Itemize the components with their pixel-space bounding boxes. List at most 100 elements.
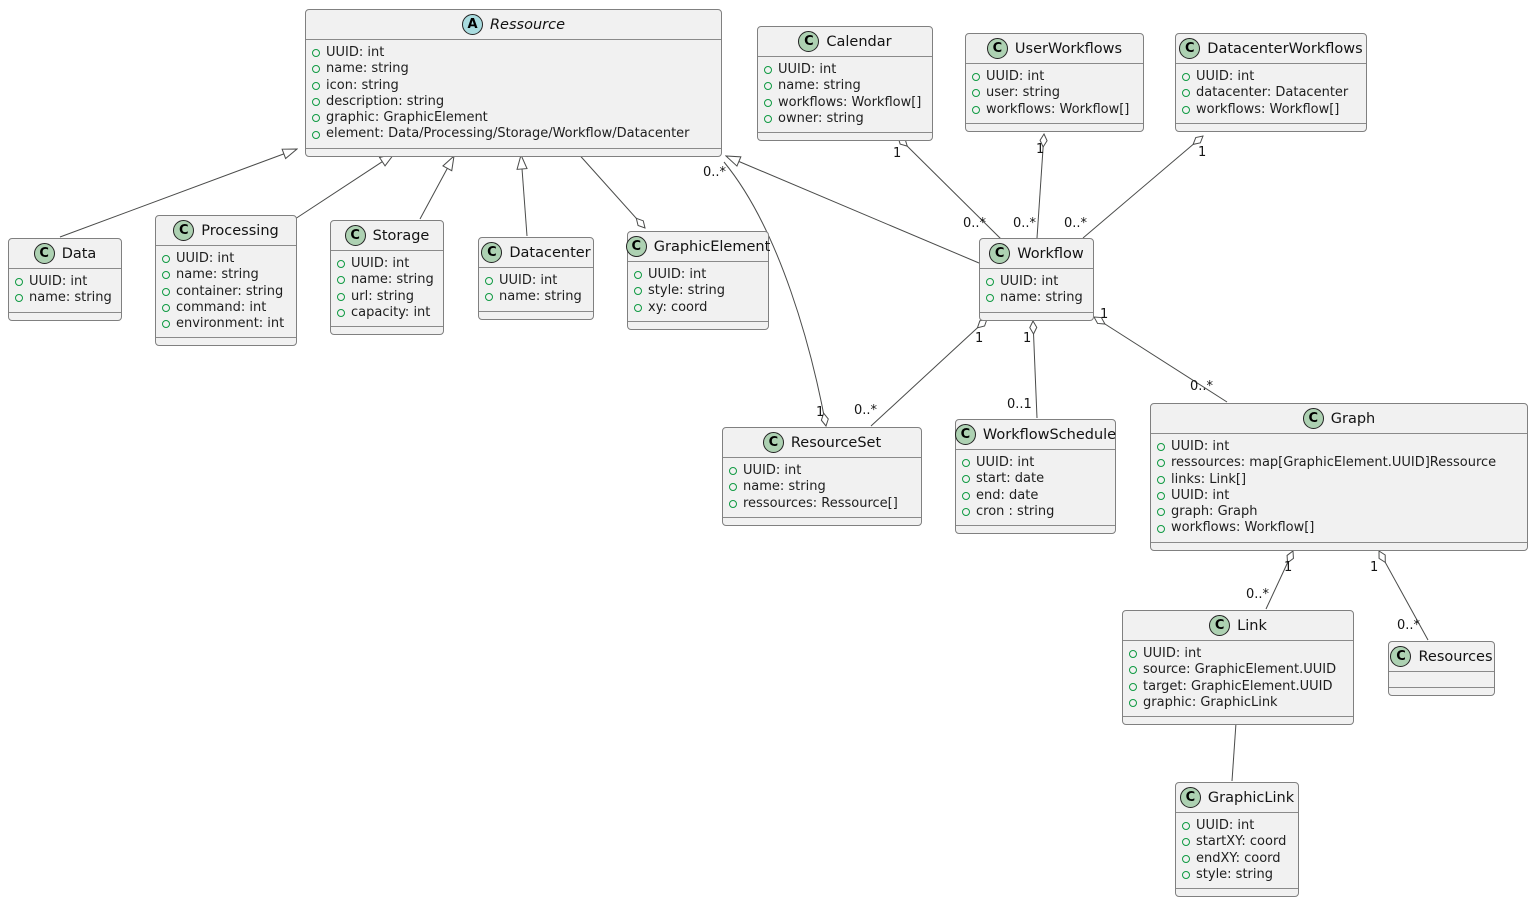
methods-compartment [758,133,932,140]
attribute-row: icon: string [312,78,715,94]
attribute-text: UUID: int [176,251,235,266]
attribute-text: links: Link[] [1171,471,1247,487]
class-name: Calendar [826,33,892,50]
field-visibility-icon [337,292,345,301]
methods-compartment [1151,543,1527,550]
attribute-text: xy: coord [648,299,708,315]
multiplicity-label: 1 [1036,142,1044,157]
attribute-text: startXY: coord [1196,834,1287,850]
class-name: WorkflowSchedule [982,426,1117,443]
field-visibility-icon [1129,650,1137,659]
methods-compartment [306,149,721,156]
edge-calendar-workflow [898,137,1003,241]
multiplicity-label: 1 [1370,560,1378,575]
field-visibility-icon [1157,459,1165,468]
attribute-text: graph: Graph [1171,504,1258,520]
field-visibility-icon [337,260,345,269]
multiplicity-label: 1 [1023,331,1031,346]
abstract-class-icon: A [461,14,483,35]
attribute-row: UUID: int [485,273,587,289]
attribute-row: name: string [986,290,1087,306]
field-visibility-icon [1182,73,1190,82]
attribute-text: UUID: int [1171,439,1230,454]
attribute-row: style: string [634,283,762,299]
attribute-row: style: string [1182,867,1292,883]
field-visibility-icon [764,66,772,75]
methods-compartment [1389,688,1494,695]
field-visibility-icon [972,89,980,98]
field-visibility-icon [1157,443,1165,452]
class-icon: C [625,236,647,257]
field-visibility-icon [1129,682,1137,691]
attribute-row: name: string [162,267,290,283]
field-visibility-icon [1129,666,1137,675]
attribute-text: name: string [743,479,826,495]
methods-compartment [723,518,921,525]
attribute-row: name: string [337,272,437,288]
class-icon: C [481,242,503,263]
attribute-row: end: date [962,488,1109,504]
field-visibility-icon [312,81,320,90]
attribute-row: UUID: int [986,274,1087,290]
attribute-text: target: GraphicElement.UUID [1143,678,1333,694]
attribute-row: name: string [485,289,587,305]
field-visibility-icon [729,499,737,508]
attribute-row: startXY: coord [1182,834,1292,850]
attribute-text: UUID: int [743,463,802,478]
field-visibility-icon [729,467,737,476]
field-visibility-icon [162,287,170,296]
attribute-text: workflows: Workflow[] [1196,101,1340,117]
class-icon: C [33,243,55,264]
attribute-text: capacity: int [351,304,431,320]
edge-workflow-graph [1094,317,1228,403]
field-visibility-icon [764,82,772,91]
attribute-row: workflows: Workflow[] [1157,520,1521,536]
attribute-row: container: string [162,284,290,300]
attribute-row: UUID: int [1182,818,1292,834]
attribute-text: style: string [1196,866,1274,882]
field-visibility-icon [972,73,980,82]
attribute-row: element: Data/Processing/Storage/Workflo… [312,126,715,142]
attribute-text: source: GraphicElement.UUID [1143,662,1337,678]
field-visibility-icon [1157,492,1165,501]
attribute-text: UUID: int [499,273,558,288]
attribute-text: workflows: Workflow[] [778,94,922,110]
attribute-text: datacenter: Datacenter [1196,85,1349,101]
multiplicity-label: 0..* [703,165,727,180]
attribute-text: UUID: int [1000,274,1059,289]
attribute-row: workflows: Workflow[] [972,102,1137,118]
edge-workflow-workflowschedule [1033,321,1038,419]
field-visibility-icon [312,98,320,107]
attribute-text: description: string [326,93,445,109]
field-visibility-icon [1182,89,1190,98]
edge-datacenter-extends-ressource [521,155,527,237]
attribute-row: name: string [764,78,926,94]
attribute-row: command: int [162,300,290,316]
class-icon: C [986,38,1008,59]
attribute-text: graphic: GraphicElement [326,110,488,126]
field-visibility-icon [337,309,345,318]
methods-compartment [1123,717,1353,724]
field-visibility-icon [634,287,642,296]
methods-compartment [966,124,1143,131]
attribute-text: UUID: int [351,256,410,271]
edge-graph-link [1265,551,1293,610]
field-visibility-icon [15,294,23,303]
class-icon: C [1302,408,1324,429]
attribute-text: UUID: int [1143,646,1202,661]
